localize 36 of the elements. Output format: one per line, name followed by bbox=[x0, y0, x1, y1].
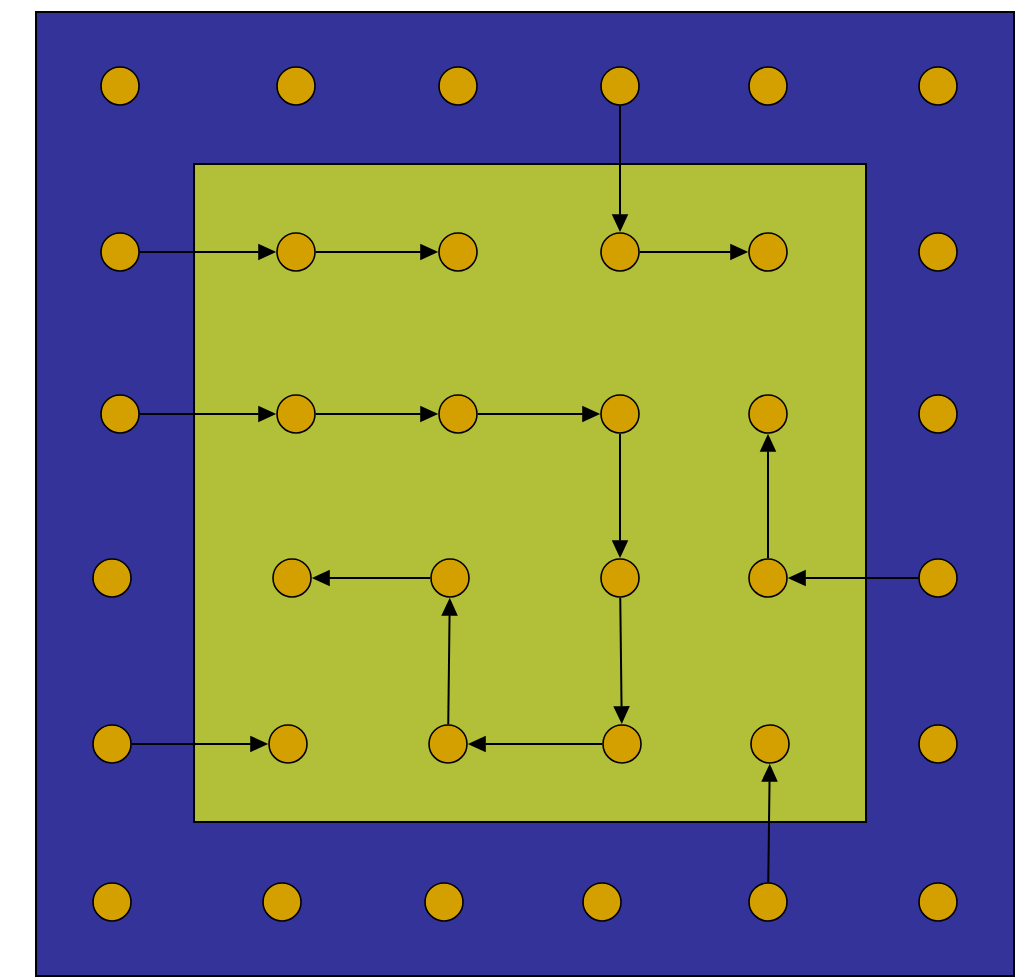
dot bbox=[438, 66, 478, 106]
dot bbox=[748, 394, 788, 434]
dot bbox=[600, 558, 640, 598]
dot bbox=[748, 66, 788, 106]
dot bbox=[602, 724, 642, 764]
dot bbox=[424, 882, 464, 922]
dot bbox=[748, 232, 788, 272]
dot bbox=[92, 882, 132, 922]
dot bbox=[428, 724, 468, 764]
dot bbox=[276, 232, 316, 272]
dot bbox=[92, 724, 132, 764]
dot bbox=[918, 66, 958, 106]
dot bbox=[600, 66, 640, 106]
dot bbox=[430, 558, 470, 598]
dot bbox=[750, 724, 790, 764]
dot bbox=[600, 394, 640, 434]
dot bbox=[918, 882, 958, 922]
dot bbox=[600, 232, 640, 272]
dot bbox=[276, 394, 316, 434]
dot bbox=[918, 724, 958, 764]
dot bbox=[100, 66, 140, 106]
dot bbox=[276, 66, 316, 106]
dot bbox=[438, 394, 478, 434]
dot bbox=[438, 232, 478, 272]
dot bbox=[582, 882, 622, 922]
dot bbox=[748, 882, 788, 922]
dot bbox=[272, 558, 312, 598]
dot bbox=[100, 394, 140, 434]
dot bbox=[918, 394, 958, 434]
dot bbox=[92, 558, 132, 598]
dot bbox=[100, 232, 140, 272]
dot bbox=[918, 232, 958, 272]
dot bbox=[918, 558, 958, 598]
dot bbox=[268, 724, 308, 764]
dot bbox=[748, 558, 788, 598]
dot bbox=[262, 882, 302, 922]
